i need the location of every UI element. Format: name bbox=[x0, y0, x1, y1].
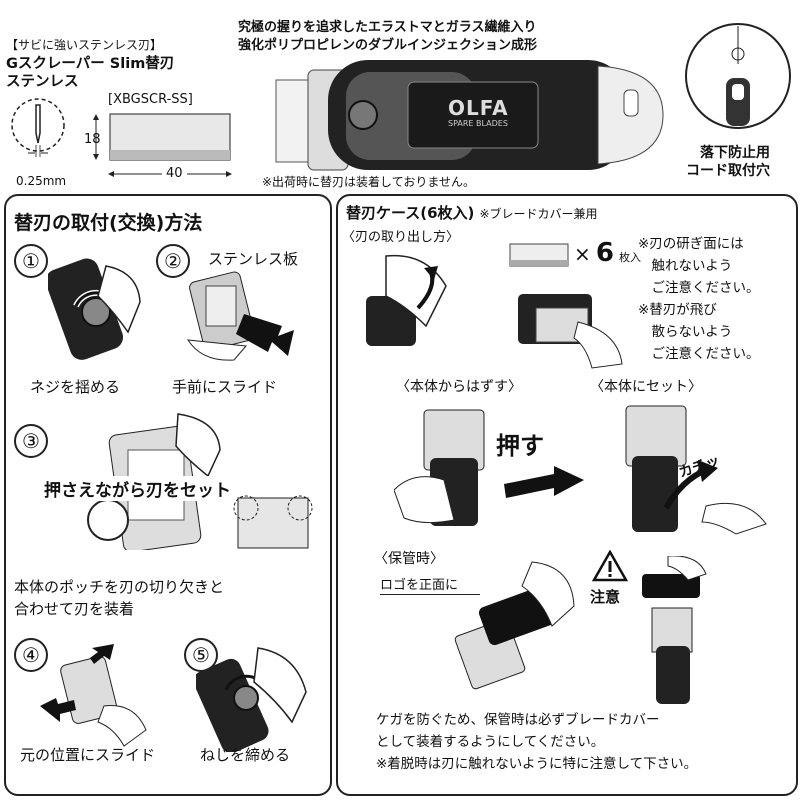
storage-note-1: ケガを防ぐため、保管時は必ずブレードカバー bbox=[376, 712, 660, 728]
count-number: 6 bbox=[595, 238, 614, 268]
storage-note-3: ※着脱時は刃に触れないように特に注意して下さい。 bbox=[376, 756, 698, 772]
shipping-note: ※出荷時に替刃は装着しておりません。 bbox=[262, 175, 475, 189]
remove-label: 〈本体からはずす〉 bbox=[396, 379, 522, 395]
step-3-headline: 押さえながら刃をセット bbox=[40, 476, 235, 501]
step-3-caption-1: 本体のポッチを刃の切り欠きと bbox=[14, 578, 225, 596]
storage-note-2: として装着するようにしてください。 bbox=[376, 734, 605, 750]
right-panel-title: 替刃ケース(6枚入) bbox=[346, 204, 475, 222]
caution-line-3: ご注意ください。 bbox=[638, 280, 760, 296]
dim-width-label: 40 bbox=[162, 166, 187, 181]
step-2-illustration bbox=[187, 271, 294, 361]
spec-tag: 【サビに強いステンレス刃】 bbox=[6, 38, 163, 52]
caution-line-5: 散らないよう bbox=[638, 324, 733, 340]
storage-caution-illustration bbox=[642, 556, 707, 704]
logo-front-rule bbox=[380, 594, 480, 595]
step-3-illustration bbox=[87, 413, 313, 550]
cord-label-1: 落下防止用 bbox=[700, 145, 770, 161]
product-logo: OLFA bbox=[448, 96, 509, 120]
product-desc-line2: 強化ポリプロピレンのダブルインジェクション成形 bbox=[238, 38, 538, 53]
set-label: 〈本体にセット〉 bbox=[590, 379, 702, 395]
set-illustration bbox=[625, 405, 767, 535]
spec-block: 【サビに強いステンレス刃】 Gスクレーパー Slim替刃 ステンレス 0.25m… bbox=[0, 0, 260, 195]
caution-line-1: ※刃の研ぎ面には bbox=[638, 236, 744, 252]
step-3-number: ③ bbox=[14, 424, 48, 458]
blade-cross-section-diagram bbox=[11, 98, 65, 157]
caution-triangle-icon bbox=[592, 550, 628, 582]
product-logo-sub: SPARE BLADES bbox=[448, 119, 508, 128]
caution-label: 注意 bbox=[590, 588, 621, 606]
storage-label: 〈保管時〉 bbox=[374, 551, 444, 567]
caution-line-6: ご注意ください。 bbox=[638, 346, 760, 362]
step-5-number: ⑤ bbox=[184, 638, 218, 672]
step-2-label: ステンレス板 bbox=[208, 250, 299, 268]
step-4-illustration bbox=[40, 644, 147, 747]
left-panel-title: 替刃の取付(交換)方法 bbox=[14, 212, 203, 234]
cord-label-2: コード取付穴 bbox=[686, 163, 770, 179]
step-5-caption: ねじを締める bbox=[200, 746, 291, 764]
count-row: × 6 枚入 bbox=[574, 238, 641, 268]
count-prefix: × bbox=[574, 242, 591, 266]
left-instruction-panel: 替刃の取付(交換)方法 ① ネジを揺める ② ステンレス板 手前にスライド ③ … bbox=[4, 194, 332, 796]
step-1-number: ① bbox=[14, 244, 48, 278]
case-opening-illustration bbox=[366, 254, 447, 346]
scraper-product-image bbox=[275, 60, 664, 171]
step-3-caption-2: 合わせて刃を装着 bbox=[14, 600, 135, 618]
step-1-illustration bbox=[48, 258, 141, 360]
blade-stack-icon bbox=[509, 243, 569, 267]
right-panel-title-note: ※ブレードカバー兼用 bbox=[479, 207, 598, 221]
logo-front-label: ロゴを正面に bbox=[380, 578, 459, 593]
cord-hole-inset bbox=[685, 23, 791, 129]
spec-thickness: 0.25mm bbox=[16, 174, 67, 188]
removal-label: 〈刃の取り出し方〉 bbox=[342, 230, 460, 245]
right-case-panel: 替刃ケース(6枚入) ※ブレードカバー兼用 〈刃の取り出し方〉 × 6 枚入 ※… bbox=[336, 194, 798, 796]
spec-title: Gスクレーパー Slim替刃 bbox=[6, 56, 175, 72]
push-label: 押す bbox=[496, 432, 544, 460]
blade-dimension-diagram bbox=[93, 113, 232, 177]
step-2-number: ② bbox=[156, 244, 190, 278]
count-suffix: 枚入 bbox=[619, 251, 642, 264]
remove-illustration bbox=[394, 409, 584, 526]
caution-line-2: 触れないよう bbox=[638, 258, 733, 274]
case-with-blades-illustration bbox=[518, 294, 623, 369]
caution-line-4: ※替刃が飛び bbox=[638, 302, 717, 318]
spec-model: [XBGSCR-SS] bbox=[108, 92, 193, 107]
step-1-caption: ネジを揺める bbox=[30, 378, 121, 396]
step-5-illustration bbox=[196, 647, 307, 752]
product-desc-line1: 究極の握りを追求したエラストマとガラス繊維入り bbox=[238, 20, 537, 35]
spec-title-2: ステンレス bbox=[6, 74, 79, 90]
step-4-number: ④ bbox=[14, 638, 48, 672]
storage-illustration bbox=[454, 561, 575, 690]
dim-height-label: 18 bbox=[84, 132, 101, 147]
step-4-caption: 元の位置にスライド bbox=[20, 746, 156, 764]
right-panel-title-row: 替刃ケース(6枚入) ※ブレードカバー兼用 bbox=[346, 202, 598, 223]
step-2-caption: 手前にスライド bbox=[172, 378, 278, 396]
